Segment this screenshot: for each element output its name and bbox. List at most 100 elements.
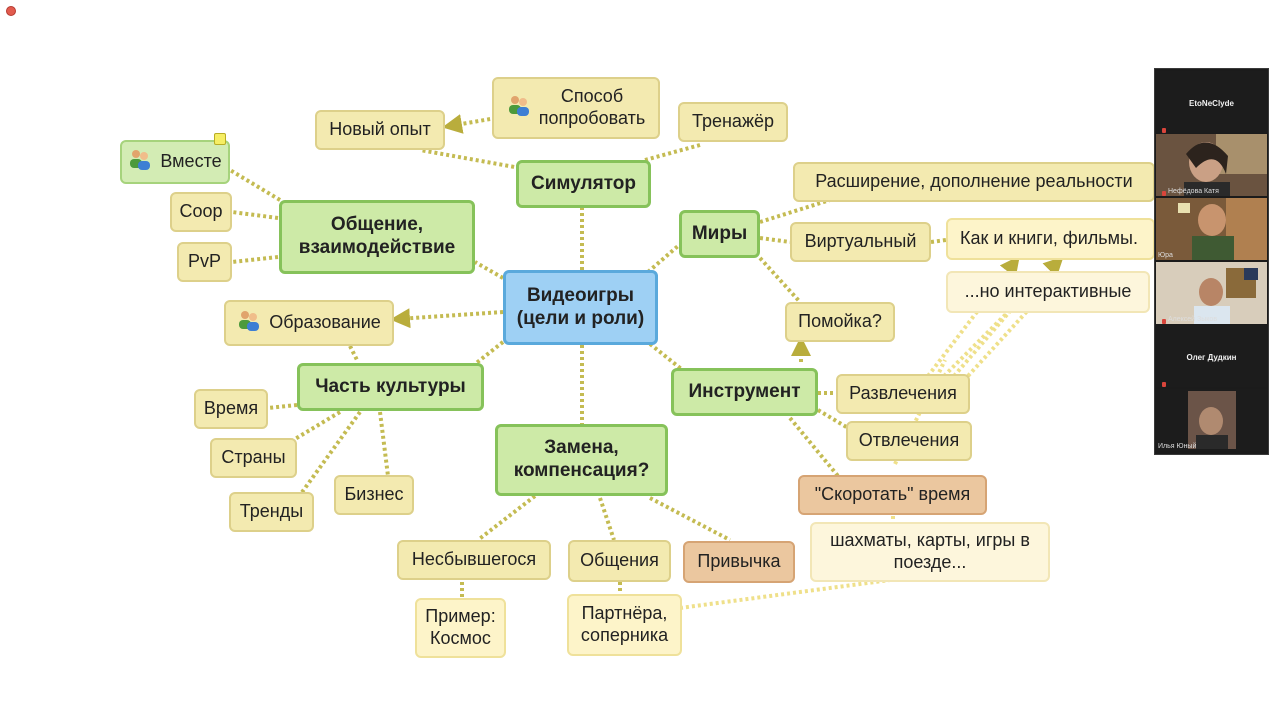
distraction-label: Отвлечения: [858, 430, 960, 451]
note-icon[interactable]: [214, 133, 226, 145]
link-central-communication: [474, 260, 504, 280]
like-books-node[interactable]: Как и книги, фильмы.: [946, 218, 1155, 260]
augmented-node[interactable]: Расширение, дополнение реальности: [793, 162, 1155, 202]
participant-name: Алексей Зыков: [1168, 316, 1218, 323]
culture-node[interactable]: Часть культуры: [297, 363, 484, 411]
link-tool-killtime: [788, 416, 840, 478]
mic-muted-icon: [1162, 191, 1166, 196]
link-culture-trends: [298, 410, 362, 497]
tool-node[interactable]: Инструмент: [671, 368, 818, 416]
trends-node[interactable]: Тренды: [229, 492, 314, 532]
simulator-label: Симулятор: [531, 172, 636, 194]
trainer-label: Тренажёр: [691, 111, 775, 132]
worlds-label: Миры: [691, 222, 748, 244]
link-worlds-augmented: [759, 198, 831, 224]
way-to-try-node[interactable]: Способ попробовать: [492, 77, 660, 139]
link-repl-comm: [598, 497, 616, 541]
virtual-label: Виртуальный: [804, 231, 917, 252]
replacement-node[interactable]: Замена, компенсация?: [495, 424, 668, 496]
mic-muted-icon: [1162, 319, 1166, 324]
link-culture-time: [267, 403, 298, 410]
partner-node[interactable]: Партнёра, соперника: [567, 594, 682, 656]
unrealized-label: Несбывшегося: [411, 549, 537, 570]
habit-label: Привычка: [697, 551, 781, 572]
video-call-panel[interactable]: EtoNeClyde Нефёдова Катя Юра: [1154, 68, 1269, 455]
worlds-node[interactable]: Миры: [679, 210, 760, 258]
comm-label: Общения: [580, 550, 659, 571]
video-feed: [1156, 134, 1267, 196]
link-partner-examples: [679, 578, 891, 610]
central-node[interactable]: Видеоигры (цели и роли): [503, 270, 658, 345]
together-label: Вместе: [160, 151, 222, 172]
entertainment-label: Развлечения: [849, 383, 957, 404]
participant-tile[interactable]: Юра: [1156, 198, 1267, 260]
link-way-newexp: [442, 114, 497, 134]
link-repl-unrealized: [476, 494, 537, 542]
interactive-label: ...но интерактивные: [964, 281, 1132, 302]
link-comm-pvp: [231, 255, 279, 264]
link-central-worlds: [646, 244, 680, 274]
participant-name: Илья Юный: [1158, 443, 1197, 450]
together-node[interactable]: Вместе: [120, 140, 230, 184]
participant-tile[interactable]: Олег Дудкин: [1156, 325, 1267, 387]
participant-tile[interactable]: EtoNeClyde: [1156, 71, 1267, 133]
education-node[interactable]: Образование: [224, 300, 394, 346]
people-icon: [128, 148, 152, 176]
link-central-education: [390, 308, 504, 329]
habit-node[interactable]: Привычка: [683, 541, 795, 583]
replacement-label: Замена, компенсация?: [513, 437, 650, 481]
people-icon: [237, 309, 261, 337]
tool-label: Инструмент: [688, 380, 801, 402]
examples-label: шахматы, карты, игры в поезде...: [830, 530, 1030, 572]
business-node[interactable]: Бизнес: [334, 475, 414, 515]
virtual-node[interactable]: Виртуальный: [790, 222, 931, 262]
link-entertainment-interactive: [952, 300, 1020, 378]
comm-node[interactable]: Общения: [568, 540, 671, 582]
new-experience-label: Новый опыт: [329, 119, 431, 140]
link-central-tool: [648, 342, 687, 374]
link-culture-business: [378, 411, 390, 477]
countries-node[interactable]: Страны: [210, 438, 297, 478]
simulator-node[interactable]: Симулятор: [516, 160, 651, 208]
augmented-label: Расширение, дополнение реальности: [815, 171, 1133, 192]
business-label: Бизнес: [344, 484, 404, 505]
link-worlds-virtual: [759, 236, 791, 244]
pvp-node[interactable]: PvP: [177, 242, 232, 282]
people-icon: [507, 94, 531, 122]
example-space-label: Пример: Космос: [425, 606, 496, 648]
link-simulator-trainer: [644, 143, 701, 162]
dump-node[interactable]: Помойка?: [785, 302, 895, 342]
mic-muted-icon: [1162, 382, 1166, 387]
video-feed: [1156, 198, 1267, 260]
link-simulator-newexp: [419, 148, 521, 170]
link-edu-culture: [348, 345, 360, 363]
kill-time-label: "Скоротать" время: [814, 484, 971, 505]
participant-name: EtoNeClyde: [1189, 99, 1234, 108]
interactive-node[interactable]: ...но интерактивные: [946, 271, 1150, 313]
link-repl-habit: [649, 496, 731, 542]
coop-label: Coop: [179, 201, 223, 222]
pvp-label: PvP: [187, 251, 221, 272]
unrealized-node[interactable]: Несбывшегося: [397, 540, 551, 580]
kill-time-node[interactable]: "Скоротать" время: [798, 475, 987, 515]
communication-node[interactable]: Общение, взаимодействие: [279, 200, 475, 274]
coop-node[interactable]: Coop: [170, 192, 232, 232]
entertainment-node[interactable]: Развлечения: [836, 374, 970, 414]
distraction-node[interactable]: Отвлечения: [846, 421, 972, 461]
link-culture-countries: [283, 410, 342, 447]
participant-tile[interactable]: Илья Юный: [1156, 389, 1267, 451]
example-space-node[interactable]: Пример: Космос: [415, 598, 506, 658]
window-close-dot[interactable]: [6, 6, 16, 16]
participant-tile[interactable]: Алексей Зыков: [1156, 262, 1267, 324]
examples-node[interactable]: шахматы, карты, игры в поезде...: [810, 522, 1050, 582]
time-label: Время: [203, 398, 259, 419]
trainer-node[interactable]: Тренажёр: [678, 102, 788, 142]
link-comm-together: [228, 168, 282, 202]
time-node[interactable]: Время: [194, 389, 268, 429]
new-experience-node[interactable]: Новый опыт: [315, 110, 445, 150]
video-feed: [1156, 262, 1267, 324]
participant-tile[interactable]: Нефёдова Катя: [1156, 134, 1267, 196]
partner-label: Партнёра, соперника: [580, 603, 669, 645]
communication-label: Общение, взаимодействие: [298, 214, 456, 258]
dump-label: Помойка?: [798, 311, 882, 332]
